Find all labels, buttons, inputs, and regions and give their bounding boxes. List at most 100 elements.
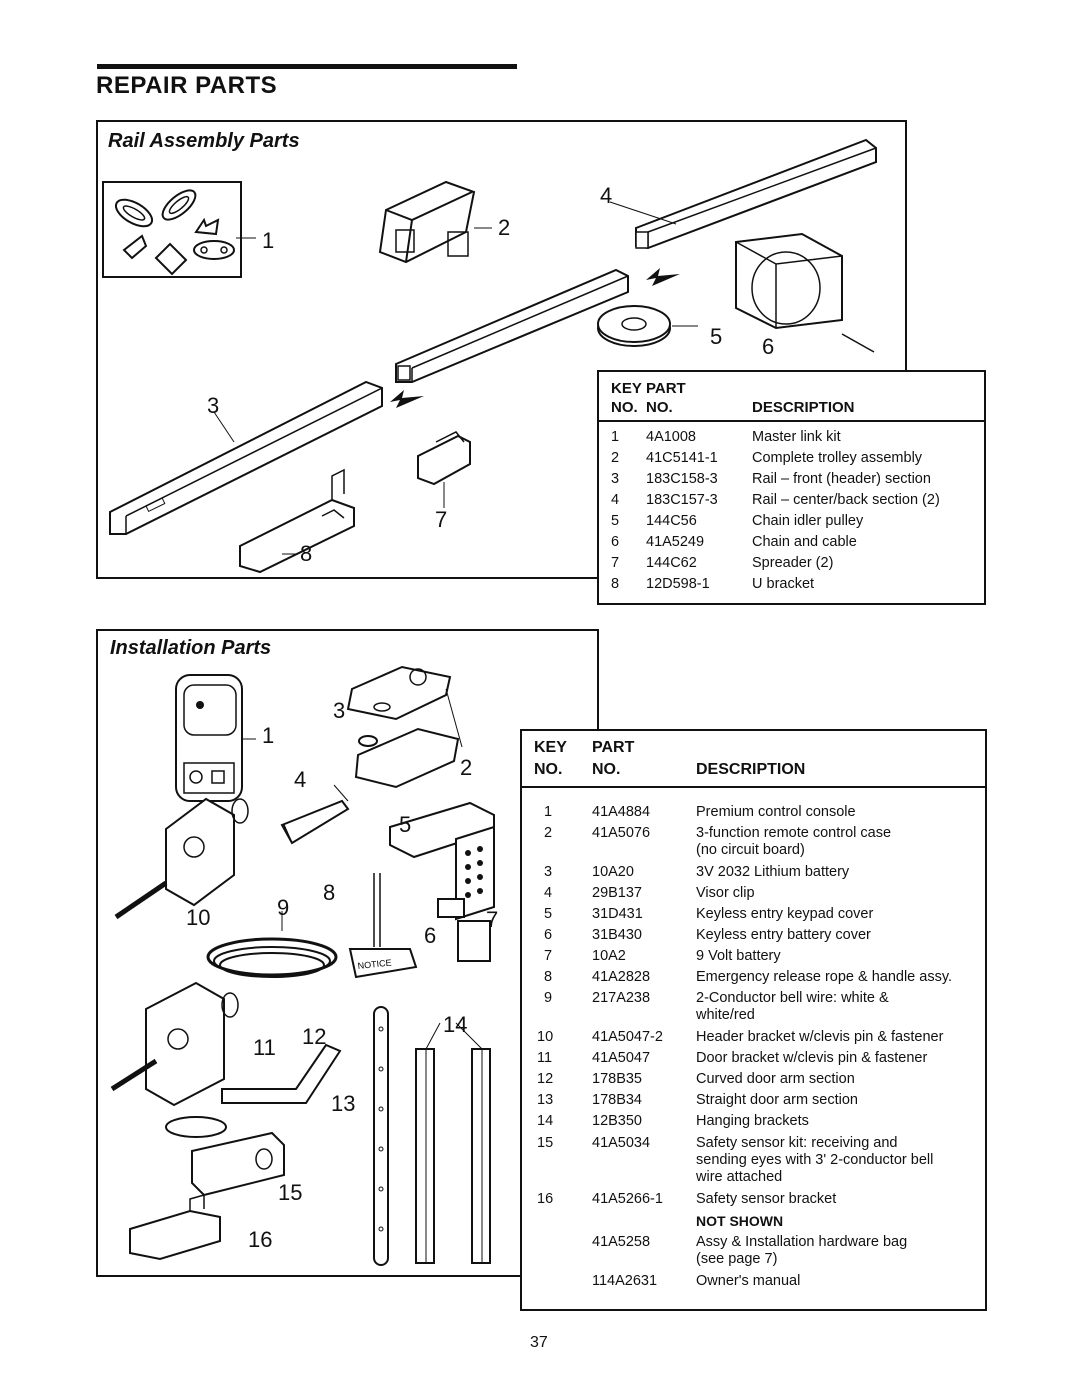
row-key: 8 bbox=[611, 576, 620, 592]
row-key: 16 bbox=[537, 1191, 554, 1207]
install-callout-8: 8 bbox=[323, 880, 336, 905]
row-part: 41A5258 bbox=[592, 1234, 651, 1250]
install-callout-11: 11 bbox=[253, 1035, 276, 1060]
battery-cover-icon bbox=[437, 898, 491, 962]
install-section-title: Installation Parts bbox=[110, 637, 272, 659]
row-key: 7 bbox=[611, 555, 620, 571]
row-desc: Hanging brackets bbox=[696, 1113, 809, 1129]
install-col-no2: NO. bbox=[592, 761, 621, 778]
row-key: 2 bbox=[611, 450, 620, 466]
not-shown-heading: NOT SHOWN bbox=[696, 1213, 784, 1229]
front-rail-icon bbox=[109, 380, 383, 535]
middle-rail-icon bbox=[395, 268, 629, 383]
row-key: 9 bbox=[544, 990, 553, 1006]
row-key: 10 bbox=[537, 1029, 554, 1045]
center-rail-icon bbox=[635, 138, 877, 250]
control-console-icon bbox=[175, 674, 256, 802]
row-part: 41A4884 bbox=[592, 804, 651, 820]
row-key: 3 bbox=[611, 471, 620, 487]
install-callout-9: 9 bbox=[277, 895, 290, 920]
rail-callout-3: 3 bbox=[207, 393, 220, 418]
row-key: 4 bbox=[611, 492, 620, 508]
install-callout-5: 5 bbox=[399, 812, 412, 837]
row-desc-cont: (see page 7) bbox=[696, 1251, 778, 1267]
row-desc-cont: wire attached bbox=[696, 1169, 783, 1185]
row-part: 41A5034 bbox=[592, 1135, 651, 1151]
row-key: 13 bbox=[537, 1092, 554, 1108]
door-bracket-icon bbox=[110, 981, 239, 1107]
page-number: 37 bbox=[530, 1334, 548, 1351]
install-callout-10: 10 bbox=[186, 905, 211, 930]
pulley-icon bbox=[597, 305, 671, 347]
rail-col-no1: NO. bbox=[611, 399, 638, 416]
install-callout-7: 7 bbox=[486, 907, 499, 932]
install-callout-16: 16 bbox=[248, 1227, 273, 1252]
keypad-icon bbox=[389, 801, 495, 921]
row-part: 29B137 bbox=[592, 885, 642, 901]
row-part: 178B34 bbox=[592, 1092, 642, 1108]
rail-callout-8: 8 bbox=[300, 541, 313, 566]
install-col-no1: NO. bbox=[534, 761, 563, 778]
row-key: 7 bbox=[544, 948, 553, 964]
row-key: 14 bbox=[537, 1113, 554, 1129]
row-key: 6 bbox=[611, 534, 620, 550]
install-col-description: DESCRIPTION bbox=[696, 761, 806, 778]
row-desc: Safety sensor bracket bbox=[696, 1191, 837, 1207]
rail-col-description: DESCRIPTION bbox=[752, 399, 855, 416]
row-part: 41A5076 bbox=[592, 825, 651, 841]
install-callout-12: 12 bbox=[302, 1024, 327, 1049]
row-part: 41A5249 bbox=[646, 534, 705, 550]
title-rule bbox=[97, 64, 517, 69]
row-desc: 2-Conductor bell wire: white & bbox=[696, 990, 889, 1006]
row-part: 10A2 bbox=[592, 948, 626, 964]
row-part: 12D598-1 bbox=[646, 576, 710, 592]
rail-callout-6: 6 bbox=[762, 334, 775, 359]
install-callout-6: 6 bbox=[424, 923, 437, 948]
row-part: 31B430 bbox=[592, 927, 642, 943]
rail-section-title: Rail Assembly Parts bbox=[108, 130, 300, 152]
row-part: 41A5047 bbox=[592, 1050, 651, 1066]
row-desc: Chain and cable bbox=[752, 534, 857, 550]
row-desc: Curved door arm section bbox=[696, 1071, 855, 1087]
row-key: 5 bbox=[611, 513, 620, 529]
row-key: 11 bbox=[537, 1050, 553, 1066]
row-desc: 3V 2032 Lithium battery bbox=[696, 864, 850, 880]
notice-label: NOTICE bbox=[357, 957, 392, 971]
row-key: 8 bbox=[544, 969, 553, 985]
install-callout-13: 13 bbox=[331, 1091, 356, 1116]
row-part: 144C56 bbox=[646, 513, 697, 529]
row-part: 31D431 bbox=[592, 906, 643, 922]
remote-case-icon bbox=[346, 665, 463, 789]
row-desc: Header bracket w/clevis pin & fastener bbox=[696, 1029, 944, 1045]
install-callout-4: 4 bbox=[294, 767, 307, 792]
install-col-part: PART bbox=[592, 739, 635, 756]
row-desc: Spreader (2) bbox=[752, 555, 834, 571]
row-part: 178B35 bbox=[592, 1071, 642, 1087]
row-key: 2 bbox=[544, 825, 553, 841]
hanging-brackets-icon bbox=[415, 1022, 491, 1264]
rail-header-divider bbox=[599, 420, 984, 422]
bell-wire-icon bbox=[206, 911, 338, 978]
row-part: 10A20 bbox=[592, 864, 634, 880]
row-part: 144C62 bbox=[646, 555, 697, 571]
install-col-key: KEY bbox=[534, 739, 567, 756]
chain-cable-icon bbox=[735, 232, 875, 353]
installation-illustrations: NOTICE bbox=[110, 665, 495, 1266]
row-part: 41A5266-1 bbox=[592, 1191, 663, 1207]
master-link-kit-icon bbox=[102, 181, 246, 278]
rail-parts-table: KEY PART NO. NO. DESCRIPTION 1 4A1008 Ma… bbox=[597, 370, 986, 605]
release-rope-icon: NOTICE bbox=[348, 873, 418, 979]
row-part: 41A2828 bbox=[592, 969, 651, 985]
page-title: REPAIR PARTS bbox=[96, 72, 278, 99]
install-callout-14: 14 bbox=[443, 1012, 468, 1037]
row-desc: Rail – front (header) section bbox=[752, 471, 931, 487]
row-desc: Assy & Installation hardware bag bbox=[696, 1234, 908, 1250]
row-key: 1 bbox=[611, 429, 620, 445]
row-key: 3 bbox=[544, 864, 553, 880]
row-desc: Emergency release rope & handle assy. bbox=[696, 969, 953, 985]
row-part: 217A238 bbox=[592, 990, 651, 1006]
row-desc: Door bracket w/clevis pin & fastener bbox=[696, 1050, 928, 1066]
row-part: 183C157-3 bbox=[646, 492, 718, 508]
install-callout-3: 3 bbox=[333, 698, 346, 723]
row-part: 114A2631 bbox=[592, 1273, 658, 1289]
